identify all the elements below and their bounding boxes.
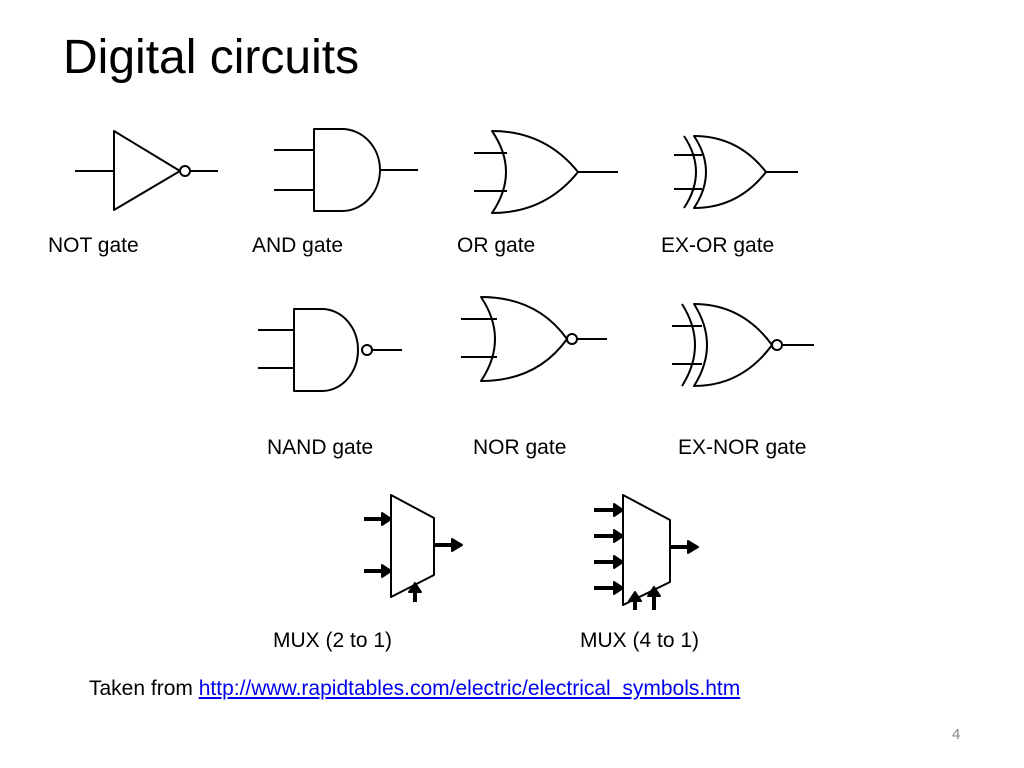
- slide-number: 4: [952, 726, 961, 743]
- not-gate-icon: [75, 130, 218, 211]
- and-gate-label: AND gate: [252, 234, 344, 257]
- mux-4-to-1-label: MUX (4 to 1): [580, 629, 700, 652]
- not-gate-label: NOT gate: [48, 234, 139, 257]
- source-link[interactable]: http://www.rapidtables.com/electric/elec…: [198, 677, 741, 700]
- mux-2-to-1-label: MUX (2 to 1): [273, 629, 393, 652]
- xor-gate-label: EX-OR gate: [661, 234, 775, 257]
- nand-gate-icon: [258, 308, 402, 392]
- xor-gate-icon: [674, 135, 798, 209]
- nor-gate-icon: [461, 296, 607, 382]
- or-gate-label: OR gate: [457, 234, 536, 257]
- and-gate-icon: [274, 128, 418, 212]
- nor-gate-label: NOR gate: [473, 436, 567, 459]
- credit-prefix: Taken from: [89, 677, 199, 700]
- mux-4-to-1-icon: [594, 494, 699, 610]
- source-credit: Taken from http://www.rapidtables.com/el…: [89, 678, 740, 699]
- xnor-gate-label: EX-NOR gate: [678, 436, 807, 459]
- slide-title: Digital circuits: [63, 31, 360, 84]
- mux-2-to-1-icon: [364, 494, 463, 602]
- nand-gate-label: NAND gate: [267, 436, 374, 459]
- or-gate-icon: [474, 130, 618, 214]
- xnor-gate-icon: [672, 303, 814, 387]
